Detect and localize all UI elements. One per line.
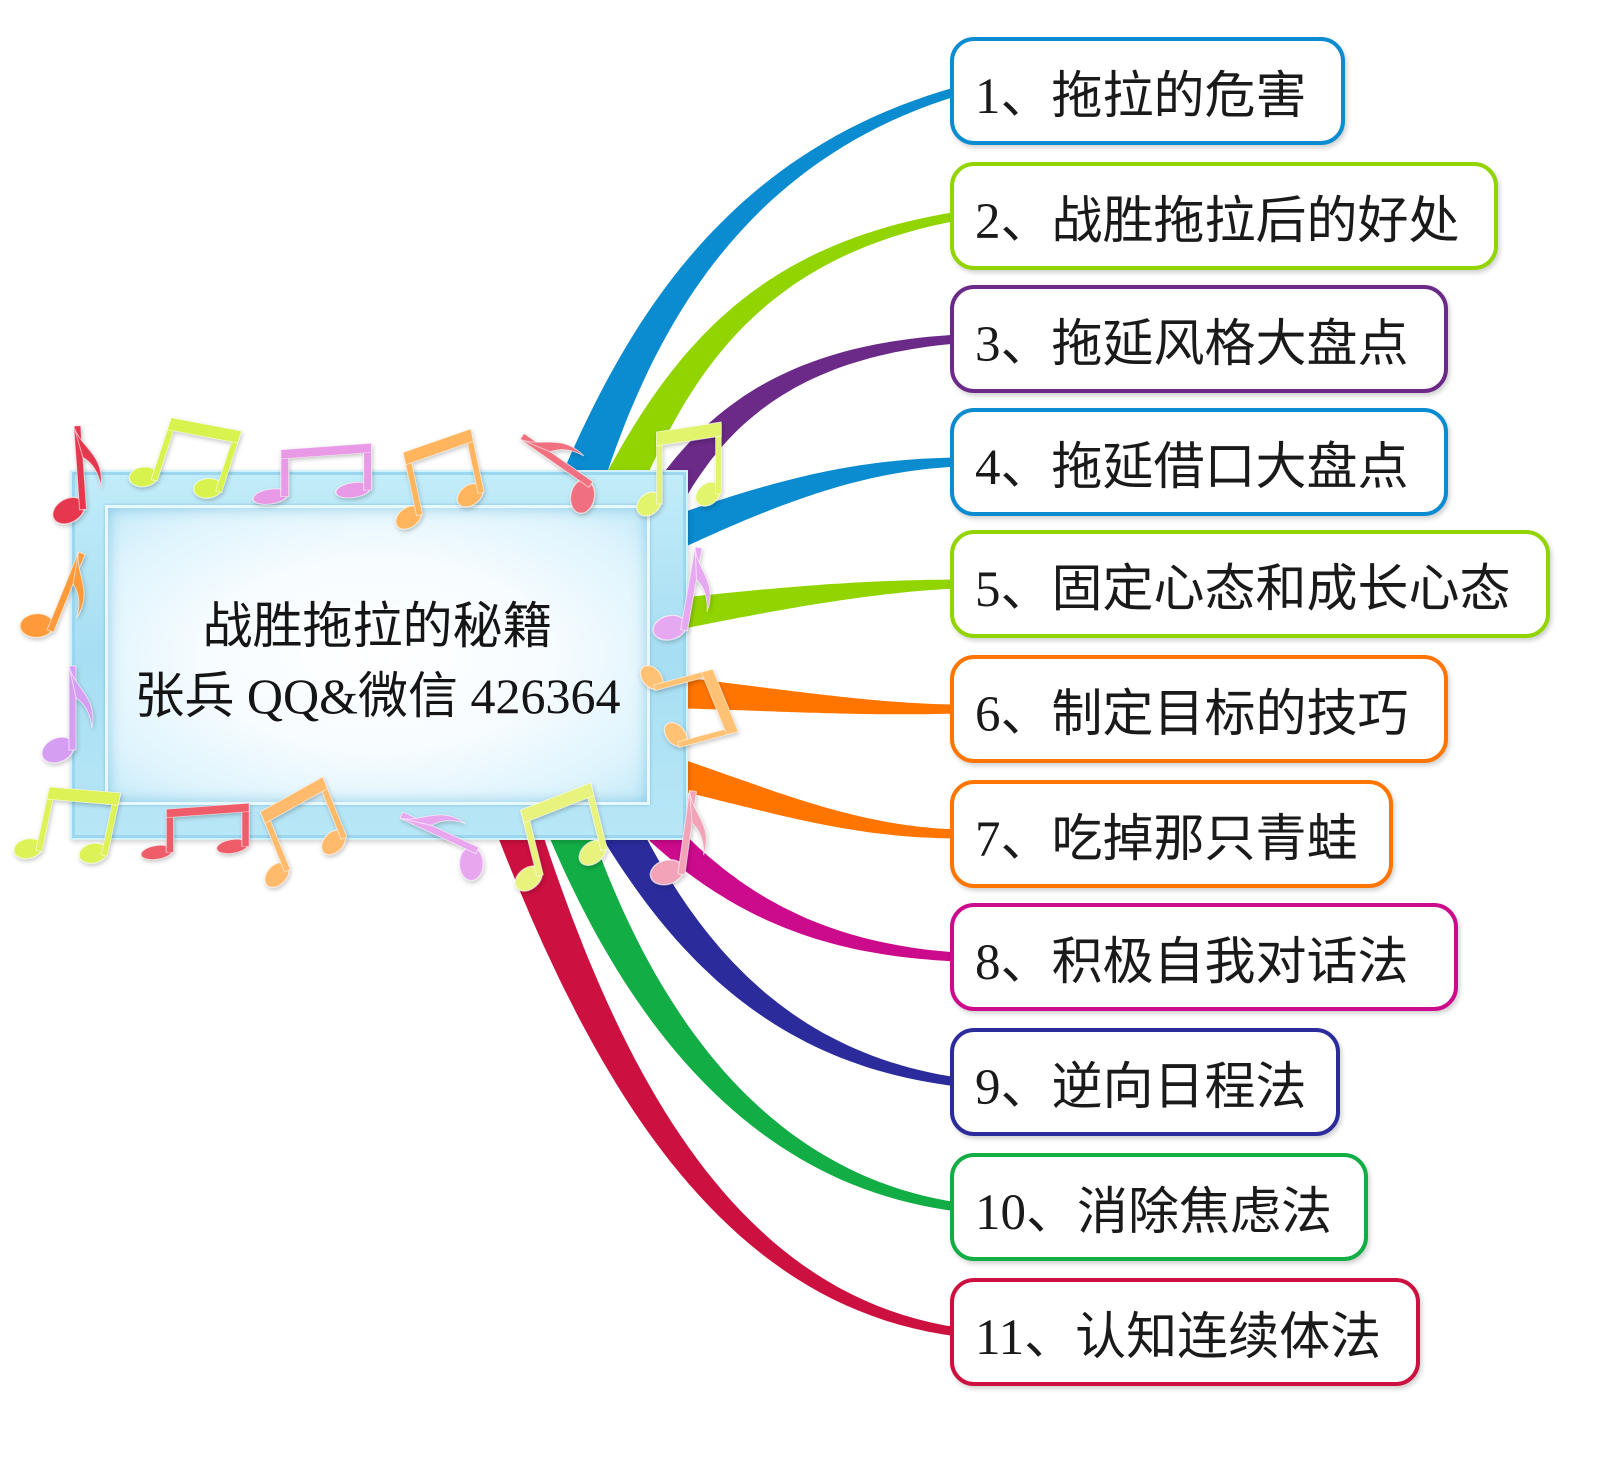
branch-connector-5 xyxy=(667,579,959,631)
branch-node-8: 8、积极自我对话法 xyxy=(950,903,1458,1011)
branch-node-7: 7、吃掉那只青蛙 xyxy=(950,780,1393,888)
branch-node-3: 3、拖延风格大盘点 xyxy=(950,285,1448,393)
branch-node-2: 2、战胜拖拉后的好处 xyxy=(950,162,1498,270)
central-node: 战胜拖拉的秘籍 张兵 QQ&微信 426364 xyxy=(70,470,688,840)
branch-connector-7 xyxy=(665,756,959,839)
branch-node-5: 5、固定心态和成长心态 xyxy=(950,530,1550,638)
branch-node-6: 6、制定目标的技巧 xyxy=(950,655,1448,763)
branch-node-4: 4、拖延借口大盘点 xyxy=(950,408,1448,516)
branch-node-1: 1、拖拉的危害 xyxy=(950,37,1345,145)
branch-node-10: 10、消除焦虑法 xyxy=(950,1153,1368,1261)
central-subtitle: 张兵 QQ&微信 426364 xyxy=(134,668,621,724)
branch-node-9: 9、逆向日程法 xyxy=(950,1028,1340,1136)
branch-connector-6 xyxy=(668,676,959,715)
central-node-panel: 战胜拖拉的秘籍 张兵 QQ&微信 426364 xyxy=(105,505,650,805)
branch-connector-4 xyxy=(663,457,959,551)
branch-node-11: 11、认知连续体法 xyxy=(950,1278,1420,1386)
central-title: 战胜拖拉的秘籍 xyxy=(202,598,553,654)
